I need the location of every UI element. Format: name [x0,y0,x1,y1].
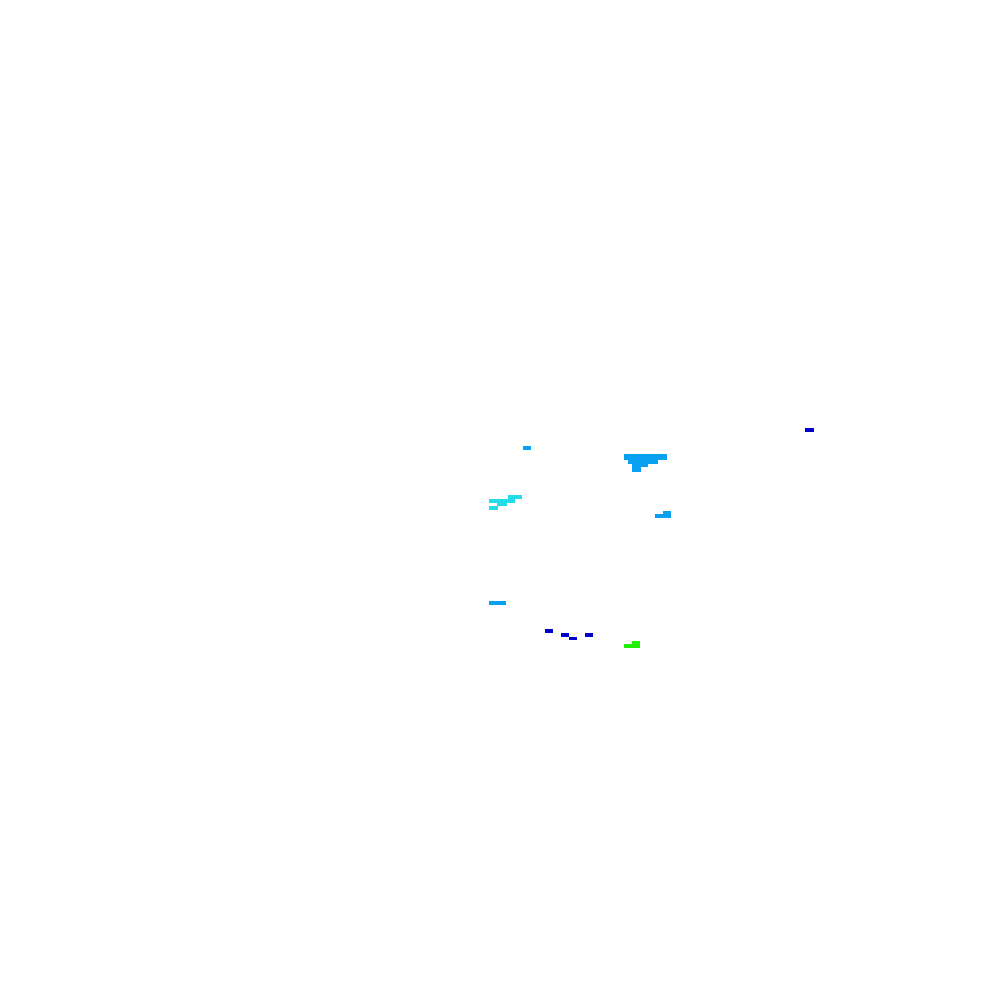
cell [489,506,498,510]
dark-blue-cells [545,428,814,640]
cell [632,641,640,644]
cell [805,428,814,432]
cell [523,446,531,450]
cell [489,601,506,605]
cell [489,499,515,503]
green-cells [624,641,640,648]
cell [545,629,553,633]
cell [561,633,569,637]
cell [632,467,641,472]
cell [663,511,671,514]
cell [585,633,593,637]
cell [624,644,640,648]
cell [628,460,658,464]
cell [508,495,522,499]
cell [569,637,577,640]
cell [632,464,648,467]
cell [624,454,667,460]
cyan-cells [489,495,522,510]
cell [655,514,671,518]
cell [497,503,507,506]
sky-blue-cells [489,446,671,605]
